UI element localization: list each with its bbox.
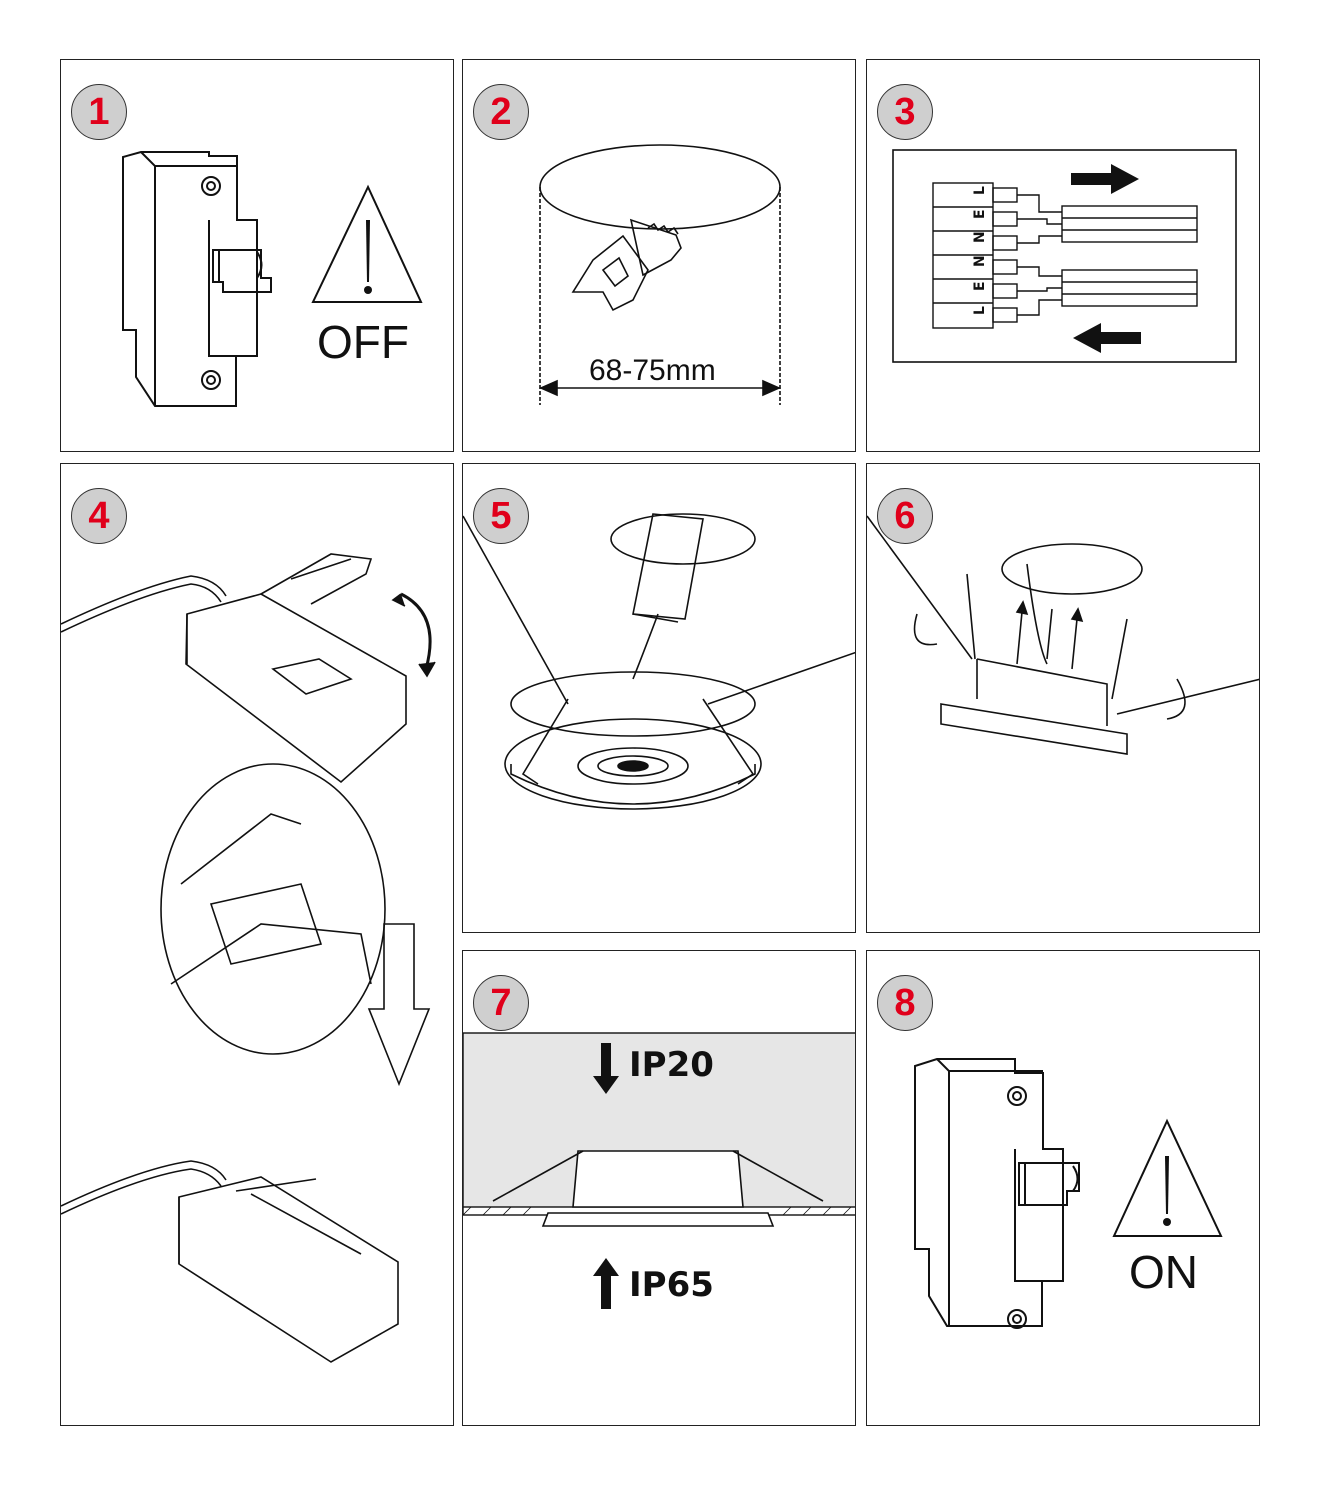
step-number-badge: 2 bbox=[473, 84, 529, 140]
terminal-label: E bbox=[972, 281, 988, 291]
arrow-icon bbox=[367, 923, 431, 1087]
step-2-panel: 2 68-75mm bbox=[462, 59, 856, 452]
step-number-badge: 8 bbox=[877, 975, 933, 1031]
terminal-label: L bbox=[972, 186, 988, 195]
step-number-badge: 6 bbox=[877, 488, 933, 544]
terminal-label: N bbox=[972, 231, 988, 243]
saw-icon bbox=[539, 144, 781, 405]
step-8-panel: 8 ON bbox=[866, 950, 1260, 1426]
terminal-label: L bbox=[972, 306, 988, 315]
step-7-panel: 7 IP20 IP65 bbox=[462, 950, 856, 1426]
step-number-badge: 5 bbox=[473, 488, 529, 544]
warning-triangle-icon bbox=[311, 184, 423, 303]
arrow-icon bbox=[593, 1043, 619, 1309]
ceiling-install-icon bbox=[463, 1032, 855, 1309]
terminal-label: N bbox=[972, 255, 988, 267]
ip65-label: IP65 bbox=[629, 1265, 714, 1305]
step-number-badge: 4 bbox=[71, 488, 127, 544]
step-4-panel: 4 bbox=[60, 463, 454, 1426]
dimension-arrow bbox=[539, 379, 781, 397]
arrow-icon bbox=[1015, 600, 1084, 670]
circuit-breaker-icon bbox=[914, 1058, 1080, 1329]
step-number-badge: 1 bbox=[71, 84, 127, 140]
step-6-panel: 6 bbox=[866, 463, 1260, 933]
diameter-label: 68-75mm bbox=[589, 354, 716, 387]
terminal-block-icon: L E N N E L bbox=[892, 149, 1237, 363]
off-label: OFF bbox=[317, 316, 409, 368]
spring-clip-icon bbox=[867, 515, 1259, 755]
step-5-panel: 5 bbox=[462, 463, 856, 933]
step-1-panel: 1 OFF bbox=[60, 59, 454, 452]
warning-triangle-icon bbox=[1112, 1118, 1223, 1237]
ip20-label: IP20 bbox=[629, 1045, 714, 1085]
junction-box-icon bbox=[61, 553, 436, 1363]
on-label: ON bbox=[1129, 1246, 1198, 1298]
step-number-badge: 7 bbox=[473, 975, 529, 1031]
step-3-panel: 3 L E N N bbox=[866, 59, 1260, 452]
terminal-label: E bbox=[972, 209, 988, 219]
circuit-breaker-icon bbox=[122, 151, 272, 407]
downlight-icon bbox=[463, 513, 855, 810]
arrow-icon bbox=[1071, 164, 1141, 353]
step-number-badge: 3 bbox=[877, 84, 933, 140]
